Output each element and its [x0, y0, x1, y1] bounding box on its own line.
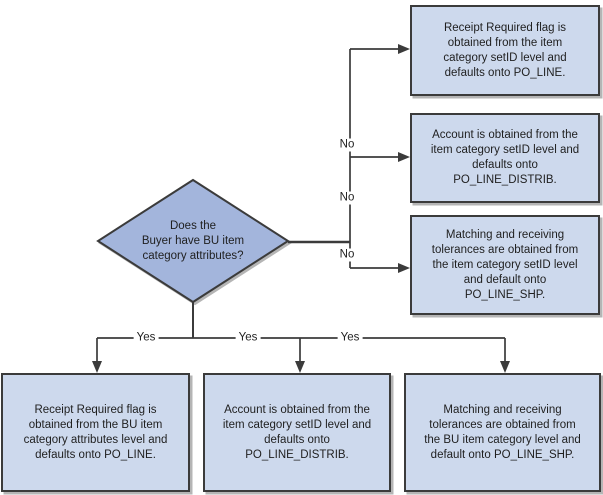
- edge-label-no-2: No: [336, 191, 358, 205]
- process-box-yes-tolerances: Matching and receiving tolerances are ob…: [404, 373, 601, 492]
- decision-diamond-text: Does the Buyer have BU item category att…: [141, 219, 245, 262]
- process-box-yes-receipt-required: Receipt Required flag is obtained from t…: [1, 373, 190, 492]
- edge-label-yes-3: Yes: [337, 331, 363, 345]
- process-box-no-account: Account is obtained from the item catego…: [410, 113, 600, 203]
- edge-label-yes-1: Yes: [133, 331, 159, 345]
- arrowhead-no-3: [398, 263, 410, 273]
- process-box-no-tolerances: Matching and receiving tolerances are ob…: [410, 215, 600, 315]
- process-box-yes-account: Account is obtained from the item catego…: [203, 373, 391, 492]
- arrowhead-no-1: [398, 44, 410, 54]
- arrowhead-yes-3: [500, 361, 510, 373]
- edge-label-no-3: No: [336, 248, 358, 262]
- edge-label-yes-2: Yes: [235, 331, 261, 345]
- arrowhead-yes-2: [295, 361, 305, 373]
- edge-label-no-1: No: [336, 138, 358, 152]
- arrowhead-no-2: [398, 152, 410, 162]
- arrowhead-yes-1: [92, 361, 102, 373]
- process-box-no-receipt-required: Receipt Required flag is obtained from t…: [410, 5, 600, 96]
